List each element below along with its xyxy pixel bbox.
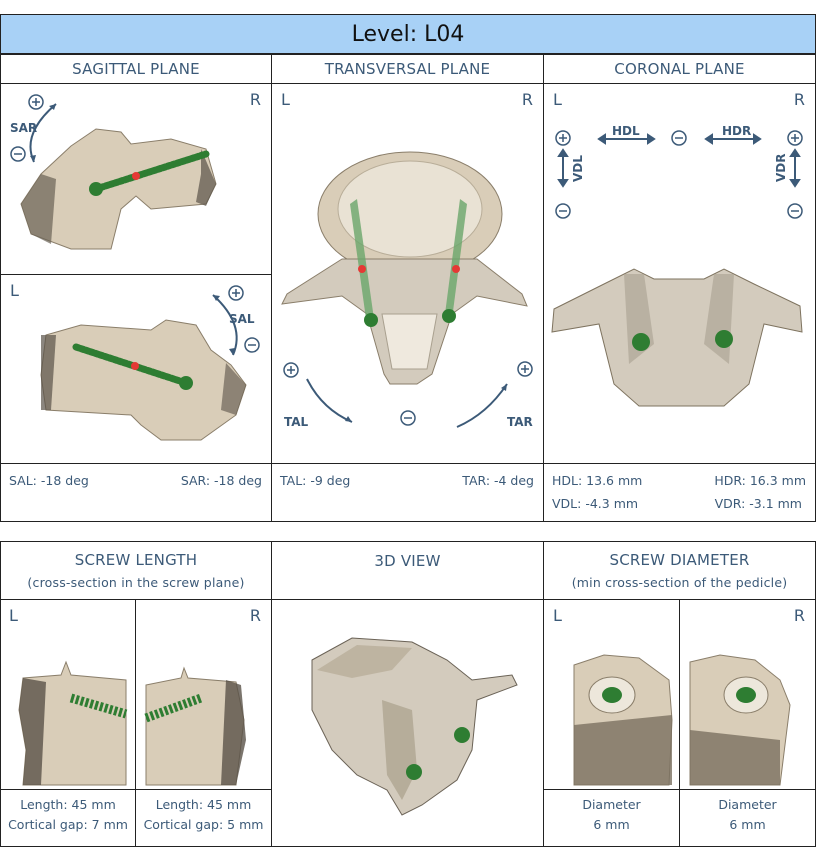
arrow-vdr-icon	[789, 148, 801, 188]
right-length-value: Length: 45 mm	[155, 797, 252, 812]
screw-length-right-view[interactable]: R	[135, 599, 272, 790]
sagittal-lower-render: SAL	[40, 285, 260, 441]
sar-label: SAR	[10, 121, 37, 135]
3d-view[interactable]	[271, 599, 544, 847]
minus-circle-icon[interactable]	[244, 337, 260, 353]
plus-circle-icon[interactable]	[555, 130, 571, 146]
screw-length-right-marker: R	[249, 606, 261, 625]
curved-arrow-icon	[306, 378, 353, 423]
sar-value: SAR: -18 deg	[180, 473, 262, 488]
3d-view-title: 3D VIEW	[374, 552, 441, 570]
minus-circle-icon[interactable]	[400, 410, 416, 426]
sagittal-lower-view[interactable]: L SAL	[0, 274, 272, 464]
screw-length-left-marker: L	[9, 606, 18, 625]
screw-length-left-measurements: Length: 45 mm Cortical gap: 7 mm	[0, 789, 136, 847]
sagittal-upper-view[interactable]: R SAR	[0, 83, 272, 275]
plus-circle-icon[interactable]	[517, 361, 533, 377]
sagittal-upper-render: SAR	[10, 94, 217, 250]
hdr-value: HDR: 16.3 mm	[714, 473, 806, 488]
sagittal-header: SAGITTAL PLANE	[0, 54, 272, 84]
left-gap-value: Cortical gap: 7 mm	[8, 817, 128, 832]
left-diameter-label: Diameter	[582, 797, 641, 812]
tar-value: TAR: -4 deg	[462, 473, 534, 488]
transversal-right-marker: R	[521, 90, 533, 109]
screw-diameter-left-measurements: Diameter 6 mm	[543, 789, 680, 847]
right-diameter-value: 6 mm	[729, 817, 766, 832]
minus-circle-icon[interactable]	[671, 130, 687, 146]
tal-label: TAL	[284, 415, 309, 429]
screw-diameter-right-render	[689, 654, 791, 786]
screw-diameter-right-view[interactable]: R	[679, 599, 816, 790]
right-gap-value: Cortical gap: 5 mm	[143, 817, 264, 832]
left-diameter-value: 6 mm	[593, 817, 630, 832]
hdl-value: HDL: 13.6 mm	[552, 473, 643, 488]
level-label: Level: L04	[351, 21, 465, 47]
transversal-view[interactable]: L R TAL TAR	[271, 83, 544, 464]
vdr-label: VDR	[774, 154, 788, 183]
screw-diameter-left-marker: L	[553, 606, 562, 625]
arrow-vdl-icon	[557, 148, 569, 188]
screw-diameter-left-view[interactable]: L	[543, 599, 680, 790]
left-length-value: Length: 45 mm	[20, 797, 116, 812]
screw-length-left-render	[18, 660, 128, 786]
right-diameter-label: Diameter	[718, 797, 777, 812]
screw-diameter-right-marker: R	[793, 606, 805, 625]
level-header: Level: L04	[0, 14, 816, 54]
sal-label: SAL	[229, 312, 255, 326]
sagittal-right-marker: R	[249, 90, 261, 109]
plus-circle-icon[interactable]	[283, 362, 299, 378]
transversal-title: TRANSVERSAL PLANE	[324, 60, 491, 78]
curved-arrow-icon	[212, 294, 238, 356]
minus-circle-icon[interactable]	[555, 203, 571, 219]
hdl-label: HDL	[612, 124, 640, 138]
top-sliver	[650, 0, 680, 4]
coronal-header: CORONAL PLANE	[543, 54, 816, 84]
coronal-left-marker: L	[553, 90, 562, 109]
tar-label: TAR	[507, 415, 533, 429]
plus-circle-icon[interactable]	[787, 130, 803, 146]
coronal-title: CORONAL PLANE	[614, 60, 745, 78]
sagittal-title: SAGITTAL PLANE	[72, 60, 200, 78]
3d-view-render	[311, 637, 518, 816]
screw-length-left-view[interactable]: L	[0, 599, 136, 790]
plus-circle-icon[interactable]	[28, 94, 44, 110]
screw-diameter-left-render	[573, 654, 673, 786]
hdr-label: HDR	[722, 124, 751, 138]
transversal-render: TAL TAR	[281, 151, 533, 429]
coronal-render: HDL HDR VDL VDR	[551, 124, 803, 407]
vdl-label: VDL	[571, 155, 585, 182]
screw-diameter-header: SCREW DIAMETER (min cross-section of the…	[543, 541, 816, 600]
minus-circle-icon[interactable]	[787, 203, 803, 219]
minus-circle-icon[interactable]	[10, 146, 26, 162]
screw-diameter-right-measurements: Diameter 6 mm	[679, 789, 816, 847]
tal-value: TAL: -9 deg	[280, 473, 351, 488]
sagittal-measurements: SAL: -18 deg SAR: -18 deg	[0, 463, 272, 522]
screw-length-subtitle: (cross-section in the screw plane)	[27, 575, 245, 590]
plus-circle-icon[interactable]	[228, 285, 244, 301]
screw-diameter-title: SCREW DIAMETER	[609, 551, 750, 569]
arrow-hdr-icon	[704, 133, 762, 145]
coronal-measurements: HDL: 13.6 mm HDR: 16.3 mm VDL: -4.3 mm V…	[543, 463, 816, 522]
screw-diameter-subtitle: (min cross-section of the pedicle)	[571, 575, 788, 590]
transversal-left-marker: L	[281, 90, 290, 109]
screw-length-right-render	[144, 666, 246, 786]
vdr-value: VDR: -3.1 mm	[714, 496, 802, 511]
coronal-view[interactable]: L R HDL HDR VDL VDR	[543, 83, 816, 464]
screw-length-right-measurements: Length: 45 mm Cortical gap: 5 mm	[135, 789, 272, 847]
curved-arrow-icon	[456, 383, 508, 428]
coronal-right-marker: R	[793, 90, 805, 109]
transversal-measurements: TAL: -9 deg TAR: -4 deg	[271, 463, 544, 522]
sal-value: SAL: -18 deg	[9, 473, 89, 488]
screw-length-title: SCREW LENGTH	[74, 551, 198, 569]
arrow-hdl-icon	[597, 133, 656, 145]
vdl-value: VDL: -4.3 mm	[552, 496, 639, 511]
transversal-header: TRANSVERSAL PLANE	[271, 54, 544, 84]
screw-length-header: SCREW LENGTH (cross-section in the screw…	[0, 541, 272, 600]
3d-view-header: 3D VIEW	[271, 541, 544, 600]
sagittal-left-marker: L	[10, 281, 19, 300]
